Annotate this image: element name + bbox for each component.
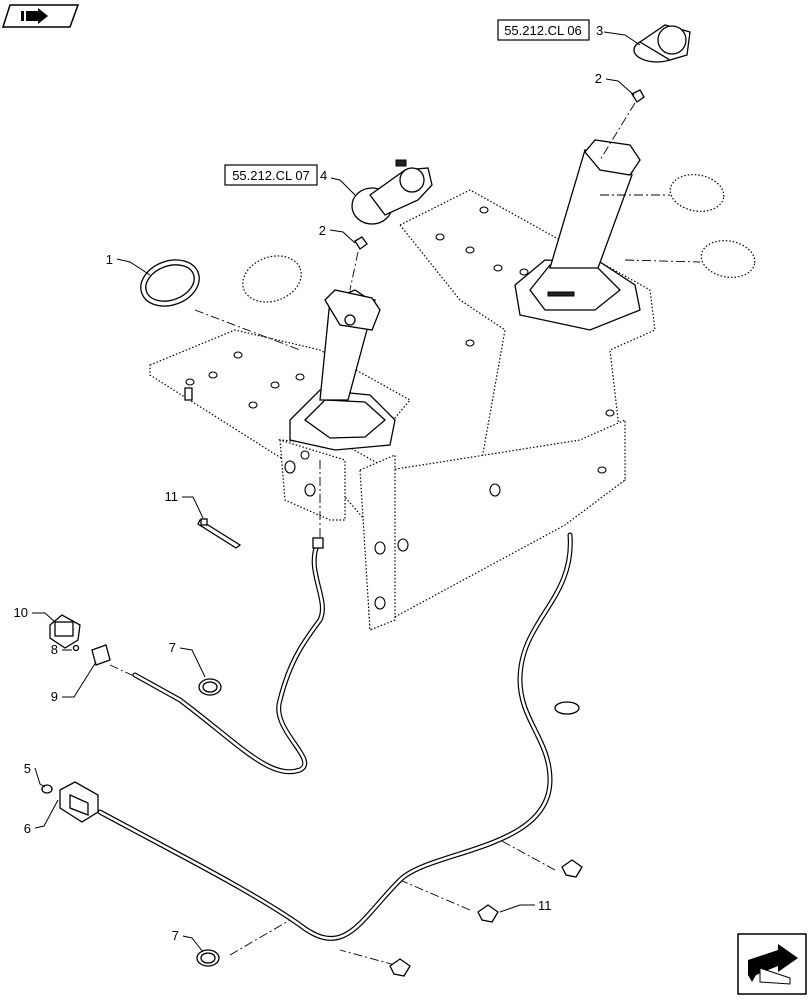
- clip-bottom: [389, 958, 411, 977]
- next-page-arrow-icon[interactable]: [737, 933, 807, 995]
- callout-1: 1: [106, 252, 113, 267]
- left-joystick-assembly: [289, 289, 396, 451]
- seal-item-1: [140, 259, 200, 307]
- clamp-item-7-upper: [198, 678, 222, 696]
- callout-6: 6: [24, 821, 31, 836]
- connector-item-10: [49, 614, 81, 649]
- nut-item-2-top: [631, 89, 645, 103]
- seal-right-lower: [700, 240, 756, 278]
- callout-4: 4: [320, 168, 327, 183]
- reference-55-212-cl-06[interactable]: 55.212.CL 06: [497, 19, 590, 41]
- terminal-item-9: [91, 644, 111, 666]
- reference-55-212-cl-07[interactable]: 55.212.CL 07: [224, 164, 318, 186]
- callout-7: 7: [172, 928, 179, 943]
- cable-tie-item-11: [197, 518, 242, 549]
- left-knob: [351, 159, 433, 225]
- harness-right: [97, 532, 573, 941]
- clip-right-lower: [561, 859, 583, 878]
- right-joystick-assembly: [514, 139, 641, 331]
- callout-2: 2: [319, 223, 326, 238]
- callout-8: 8: [51, 642, 58, 657]
- callout-9: 9: [51, 689, 58, 704]
- callout-3: 3: [596, 23, 603, 38]
- callout-7: 7: [169, 640, 176, 655]
- callout-11: 11: [538, 898, 552, 913]
- nut-item-2-mid: [354, 236, 368, 250]
- clamp-right: [554, 701, 580, 715]
- seal-left-dotted: [242, 255, 302, 303]
- seal-right-upper: [669, 174, 725, 212]
- callout-5: 5: [24, 761, 31, 776]
- clip-item-11: [477, 904, 499, 923]
- callout-10: 10: [14, 605, 28, 620]
- book-arrow-icon[interactable]: [1, 4, 80, 28]
- reference-label: 55.212.CL 06: [504, 23, 582, 38]
- callout-11: 11: [165, 489, 179, 504]
- reference-label: 55.212.CL 07: [232, 168, 310, 183]
- callout-2: 2: [595, 71, 602, 86]
- pin-item-8: [72, 644, 80, 652]
- clamp-item-7-lower: [196, 949, 220, 967]
- right-knob: [633, 24, 691, 63]
- harness-left: [132, 537, 325, 775]
- connector-item-6: [59, 781, 99, 823]
